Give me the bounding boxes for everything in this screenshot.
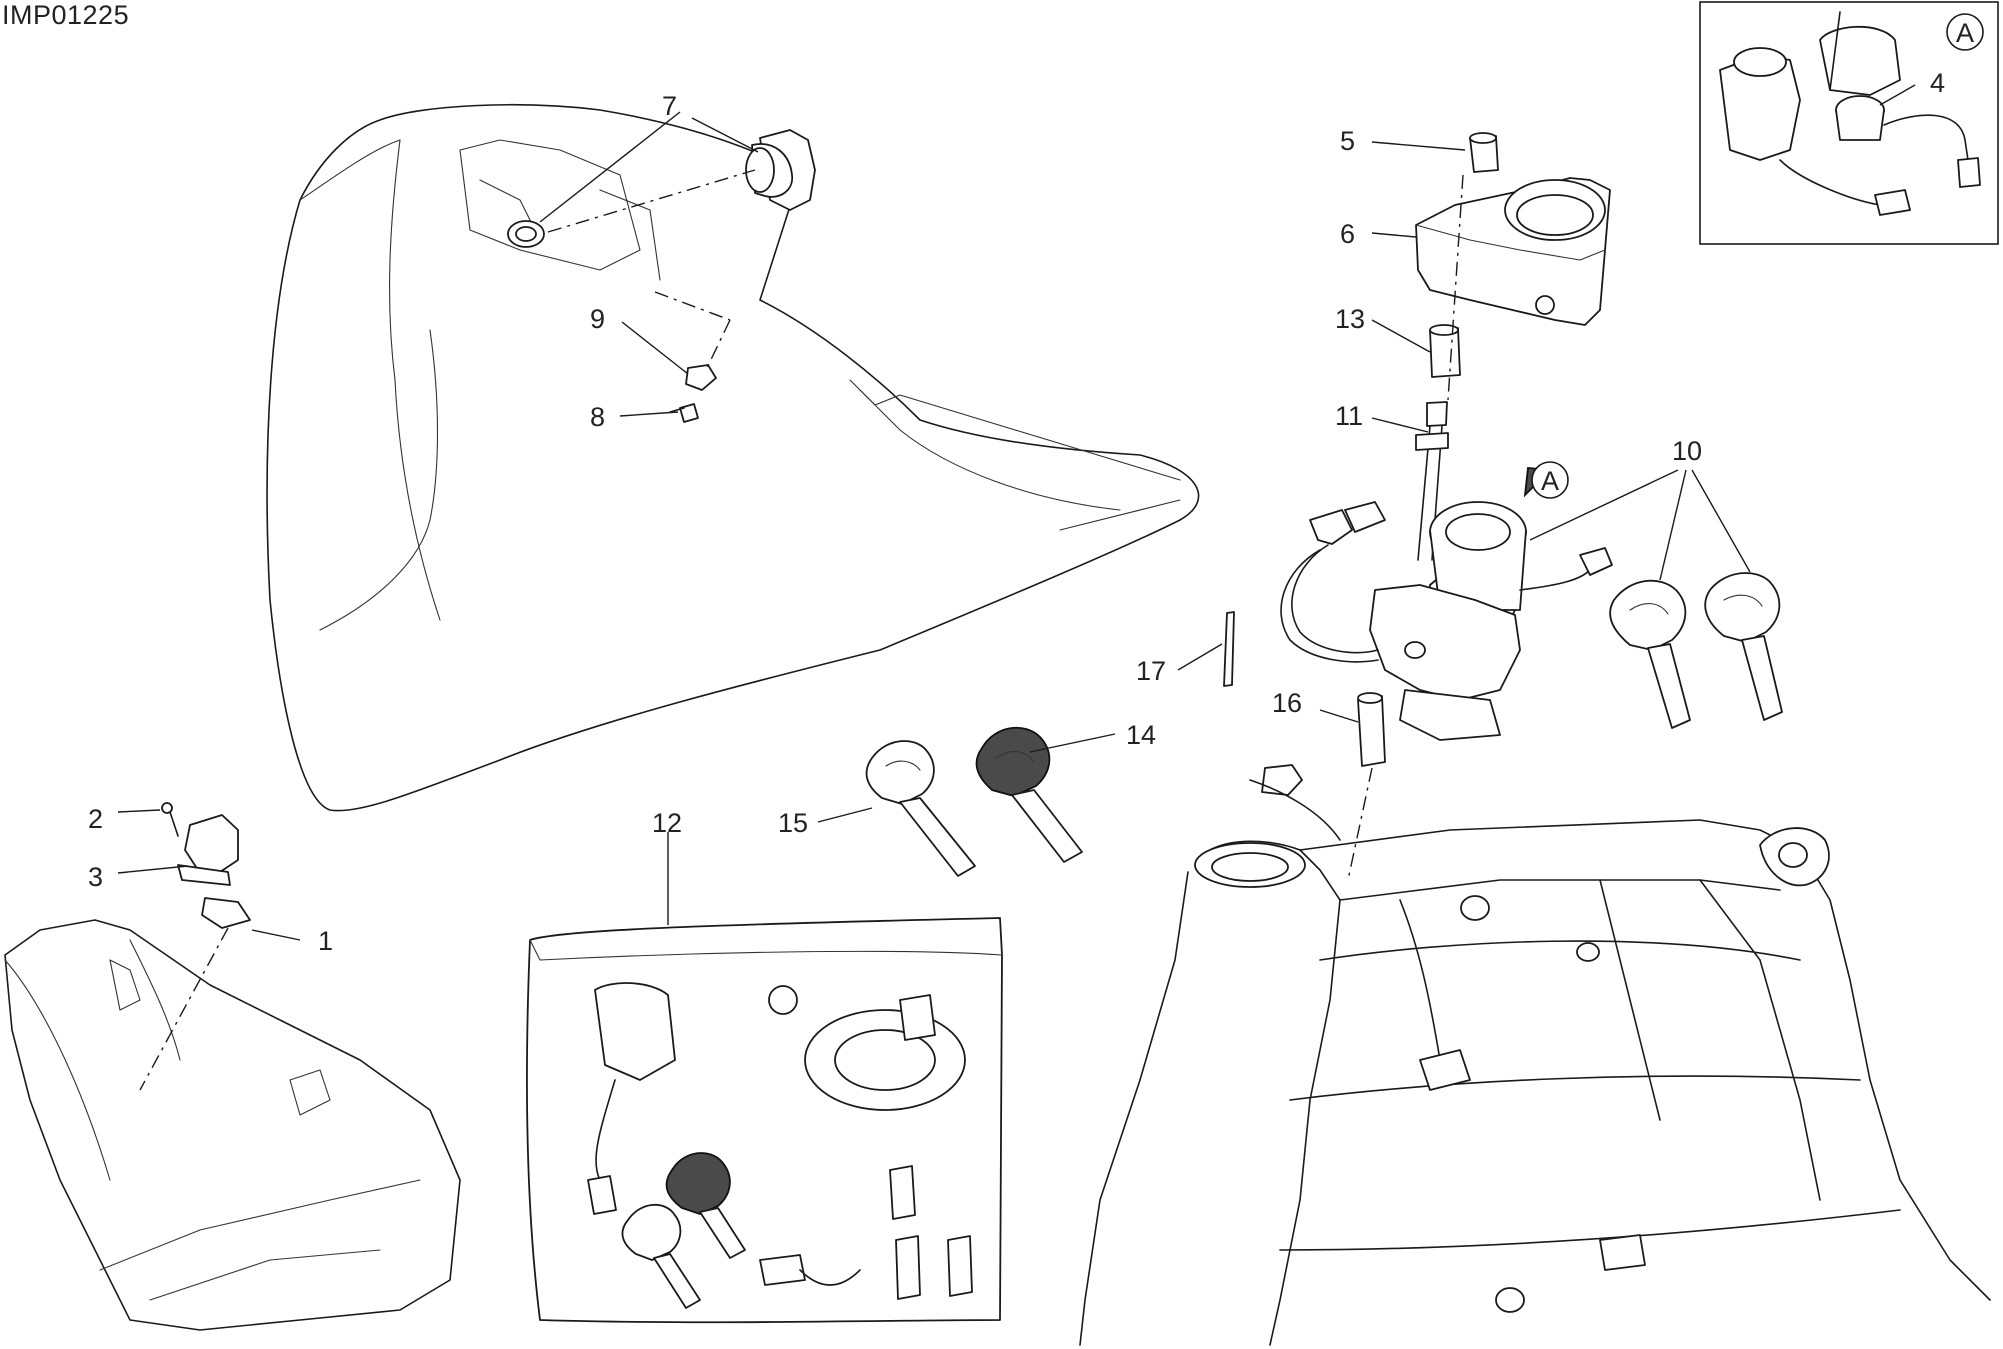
callout-11: 11 — [1335, 401, 1363, 431]
part-12-lock-kit — [526, 917, 1003, 1324]
svg-text:A: A — [1541, 466, 1559, 496]
inset-view-a: A — [1699, 1, 1999, 245]
callout-16: 16 — [1272, 688, 1302, 718]
callout-4: 4 — [1930, 68, 1945, 98]
callout-12: 12 — [652, 808, 682, 838]
callout-8: 8 — [590, 402, 605, 432]
callout-5: 5 — [1340, 126, 1355, 156]
callout-13: 13 — [1335, 304, 1365, 334]
part-9-clip — [654, 291, 731, 391]
part-1-gasket — [139, 897, 251, 1091]
callout-1: 1 — [318, 926, 333, 956]
part-10-key-right — [1704, 572, 1783, 721]
part-6-ignition-cover — [1415, 177, 1611, 326]
callout-3: 3 — [88, 862, 103, 892]
part-13-spacer — [1429, 324, 1461, 378]
callout-10: 10 — [1672, 436, 1702, 466]
drawing-id: IMP01225 — [2, 0, 130, 30]
part-5-bushing — [1469, 132, 1499, 173]
part-17-pin — [1223, 611, 1235, 687]
view-marker-a: A — [1523, 461, 1569, 499]
part-14-master-key — [975, 726, 1083, 863]
ignition-switch-assembly — [1280, 501, 1613, 741]
part-8-screw — [669, 403, 699, 423]
lower-fairing — [4, 919, 461, 1331]
callout-7: 7 — [662, 91, 677, 121]
motorcycle-frame — [1079, 764, 1991, 1346]
callout-2: 2 — [88, 804, 103, 834]
callout-15: 15 — [778, 808, 808, 838]
callout-9: 9 — [590, 304, 605, 334]
callout-numbers: 1 2 3 4 5 6 7 8 9 10 11 12 13 14 15 16 1… — [88, 68, 1945, 956]
svg-text:A: A — [1956, 18, 1974, 48]
part-15-key — [865, 740, 976, 877]
part-3-socket — [177, 814, 239, 886]
callout-17: 17 — [1136, 656, 1166, 686]
upper-fairing — [266, 104, 1200, 812]
part-2-screw — [161, 802, 179, 837]
leader-lines — [117, 84, 1916, 941]
part-7-lock-cylinder — [507, 129, 816, 248]
part-16-spacer — [1347, 692, 1386, 881]
part-10-key-left — [1609, 579, 1691, 729]
callout-14: 14 — [1126, 720, 1156, 750]
callout-6: 6 — [1340, 219, 1355, 249]
